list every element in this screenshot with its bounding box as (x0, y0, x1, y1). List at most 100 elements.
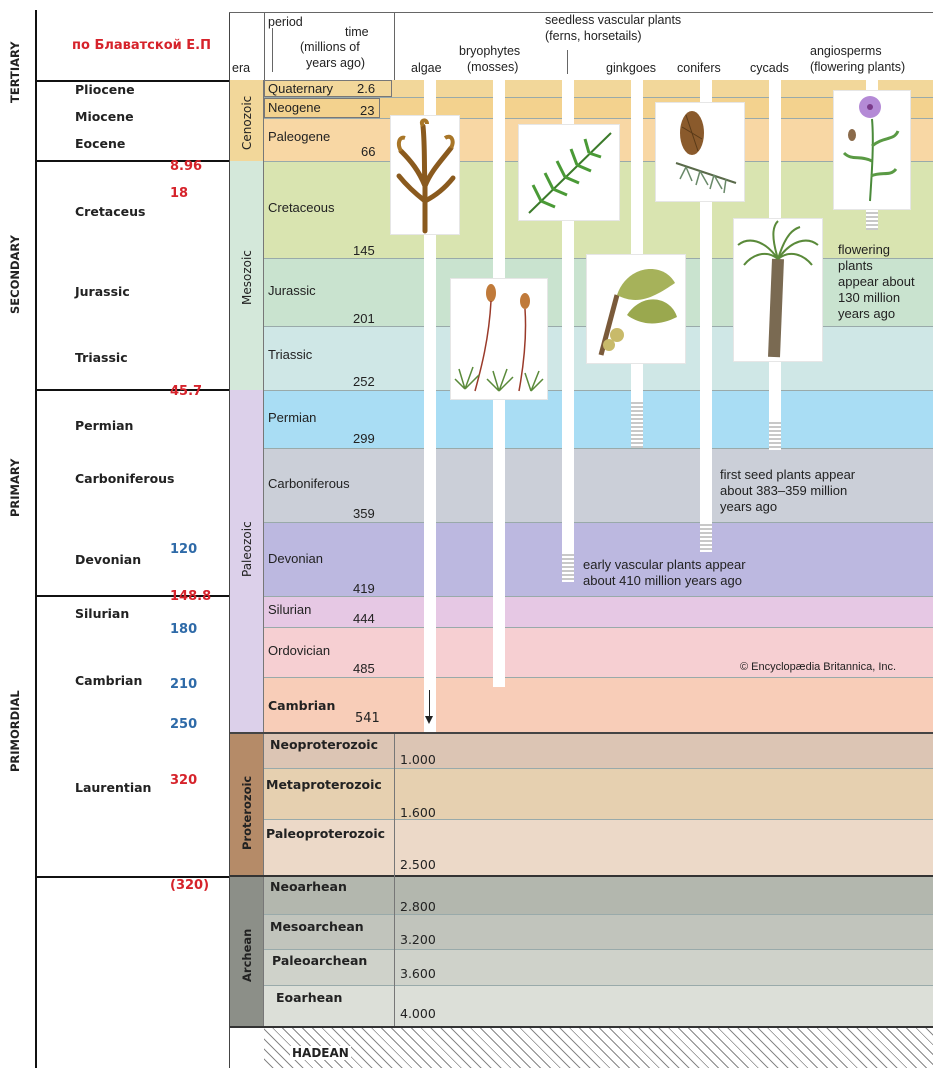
period-time: 2.6 (357, 81, 375, 96)
precambrian-name: Paleoarchean (272, 953, 367, 968)
flowering-note: flowering plants appear about 130 millio… (838, 242, 915, 322)
age-label-primary: PRIMARY (8, 457, 22, 517)
blavatsky-period: Cambrian (75, 673, 142, 688)
period-name: Cambrian (268, 698, 335, 713)
blue-value: 210 (170, 677, 197, 692)
ferns-header: (ferns, horsetails) (545, 29, 642, 44)
vascular-plants-note: early vascular plants appear about 410 m… (583, 557, 746, 589)
red-value: 18 (170, 186, 188, 201)
period-time: 252 (353, 374, 375, 389)
angiosperm-illustration (833, 90, 911, 210)
hadean-label: HADEAN (290, 1046, 351, 1060)
precambrian-time: 3.200 (400, 932, 436, 947)
period-name: Silurian (268, 602, 311, 617)
precambrian-name: Mesoarchean (270, 919, 364, 934)
angiosperms-bar-fade (866, 210, 878, 230)
era-label-archean: Archean (240, 922, 254, 982)
precambrian-time: 4.000 (400, 1006, 436, 1021)
note-line: first seed plants appear (720, 467, 855, 483)
algae-arrow-head (425, 716, 433, 724)
blavatsky-period: Cretaceus (75, 204, 145, 219)
blavatsky-period: Laurentian (75, 780, 151, 795)
note-line: years ago (838, 306, 915, 322)
header-divider (394, 12, 395, 80)
blavatsky-period: Jurassic (75, 284, 130, 299)
blue-value: 250 (170, 717, 197, 732)
ginkgoes-bar-fade (631, 400, 643, 448)
ginkgo-illustration (586, 254, 686, 364)
flowering-header: (flowering plants) (810, 60, 905, 75)
period-time: 201 (353, 311, 375, 326)
ginkgoes-header: ginkgoes (606, 61, 656, 76)
period-time: 419 (353, 581, 375, 596)
precambrian-time: 2.800 (400, 899, 436, 914)
period-name: Devonian (268, 551, 323, 566)
conifer-illustration (655, 102, 745, 202)
period-time: 145 (353, 243, 375, 258)
age-label-secondary: SECONDARY (8, 240, 22, 314)
algae-illustration (390, 115, 460, 235)
note-line: 130 million (838, 290, 915, 306)
blavatsky-period: Carboniferous (75, 471, 175, 486)
era-label-cenozoic: Cenozoic (240, 90, 254, 150)
note-line: about 383–359 million (720, 483, 855, 499)
seed-plants-note: first seed plants appear about 383–359 m… (720, 467, 855, 515)
period-time: 359 (353, 506, 375, 521)
note-line: early vascular plants appear (583, 557, 746, 573)
blavatsky-period: Eocene (75, 136, 125, 151)
red-value: 8.96 (170, 159, 202, 174)
time-header-sub1: (millions of (300, 40, 360, 55)
precambrian-name: Eoarhean (276, 990, 342, 1005)
algae-header: algae (411, 61, 442, 76)
period-name: Paleogene (268, 129, 330, 144)
cycads-header: cycads (750, 61, 789, 76)
cycad-illustration (733, 218, 823, 362)
note-line: years ago (720, 499, 855, 515)
period-name: Cretaceous (268, 200, 334, 215)
time-header: time (345, 25, 369, 40)
band-neoarhean (264, 877, 933, 915)
blue-value: 180 (170, 622, 197, 637)
red-value: 148.8 (170, 589, 211, 604)
era-label-mesozoic: Mesozoic (240, 245, 254, 305)
era-label-paleozoic: Paleozoic (240, 507, 254, 577)
age-label-tertiary: TERTIARY (8, 43, 22, 103)
period-header-tick (272, 28, 273, 72)
copyright-text: © Encyclopædia Britannica, Inc. (740, 661, 896, 673)
period-name: Carboniferous (268, 476, 350, 491)
period-name: Ordovician (268, 643, 330, 658)
period-name: Neogene (268, 100, 321, 115)
blavatsky-period: Permian (75, 418, 133, 433)
period-time: 541 (355, 711, 380, 726)
era-header: era (232, 61, 250, 76)
band-mesoarchean (264, 915, 933, 950)
blavatsky-period: Devonian (75, 552, 141, 567)
blavatsky-period: Triassic (75, 350, 128, 365)
seedless-header-tick (567, 50, 568, 74)
precambrian-time: 1.000 (400, 752, 436, 767)
precambrian-name: Metaproterozoic (266, 777, 382, 792)
note-line: appear about (838, 274, 915, 290)
fern-illustration (518, 124, 620, 221)
period-name: Triassic (268, 347, 312, 362)
angiosperms-header: angiosperms (810, 44, 882, 59)
precambrian-divider (394, 734, 395, 1026)
red-value: 320 (170, 773, 197, 788)
left-axis-line (35, 10, 37, 1068)
blavatsky-period: Pliocene (75, 82, 135, 97)
period-time: 23 (360, 103, 374, 118)
conifers-bar-fade (700, 522, 712, 552)
bryophytes-header: bryophytes (459, 44, 520, 59)
period-time: 66 (361, 144, 375, 159)
blue-value: 120 (170, 542, 197, 557)
blavatsky-period: Miocene (75, 109, 134, 124)
band-eoarhean (264, 986, 933, 1027)
blavatsky-period: Silurian (75, 606, 129, 621)
moss-illustration (450, 278, 548, 400)
time-header-sub2: years ago) (306, 56, 365, 71)
note-line: plants (838, 258, 915, 274)
period-header: period (268, 15, 303, 30)
period-name: Permian (268, 410, 316, 425)
seedless-header: seedless vascular plants (545, 13, 681, 28)
precambrian-name: Paleoproterozoic (266, 826, 385, 841)
